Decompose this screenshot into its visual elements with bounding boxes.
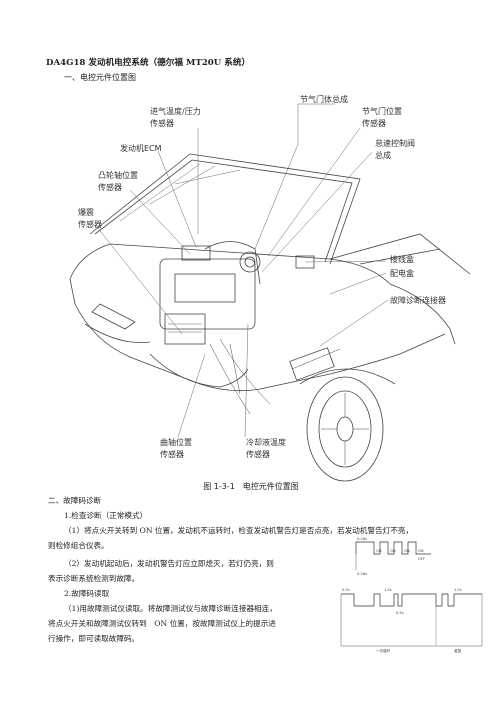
warning-light-waveform: 0.26s ON ON ON ON OFF 0.26s 0.5s 1.5s 0.… [336,534,486,684]
figure-caption: 图 1-3-1 电控元件位置图 [203,482,299,491]
wave-label-on-4: ON [418,549,424,553]
label-junction-box: 接线盒 [390,254,414,264]
component-location-figure: 进气温度/压力 传感器 节气门体总成 节气门位置 传感器 怠速控制阀 总成 发动… [0,84,502,484]
waveform-drawing: 0.26s ON ON ON ON OFF 0.26s 0.5s 1.5s 0.… [340,537,483,653]
section-heading-dtc: 二、故障码诊断 [48,496,102,505]
label-throttle-position-1: 节气门位置 [362,106,402,116]
label-throttle-position-2: 传感器 [362,118,386,128]
label-ecm: 发动机ECM [120,143,162,153]
label-diag-connector: 故障诊断连接器 [390,295,446,305]
wave-label-on-3: ON [404,549,410,553]
label-knock-1: 爆震 [78,207,94,217]
wave-label-cycle: 一次循环 [376,648,391,653]
wave-label-off: OFF [418,557,425,561]
label-coolant-temp-1: 冷却液温度 [246,437,286,447]
subheading-check-diagnosis: 1.检查诊断（正常模式） [64,511,148,520]
paragraph-3-line-3: 行操作，即可读取故障码。 [48,634,140,643]
wave-label-3: 0.5s [342,588,350,592]
label-intake-temp-pressure-1: 进气温度/压力 [150,106,201,116]
label-throttle-body: 节气门体总成 [300,94,348,104]
label-idle-control-2: 总成 [375,150,391,160]
label-camshaft-1: 凸轮轴位置 [98,170,138,180]
paragraph-1-line-2: 则检修组合仪表。 [48,541,109,550]
wave-label-6: 1.5s [454,588,462,592]
label-knock-2: 传感器 [78,219,102,229]
label-camshaft-2: 传感器 [98,182,122,192]
wave-label-1: 0.26s [357,537,367,541]
label-idle-control-1: 怠速控制阀 [375,138,415,148]
paragraph-2-line-1: （2）发动机起动后，发动机警告灯应立即熄灭，若灯仍亮，则 [64,559,274,568]
wave-label-2: 0.26s [357,572,367,576]
paragraph-3-line-2: 将点火开关和故障测试仪转到 ON 位置，按故障测试仪上的提示进 [48,619,276,628]
engine-bay-drawing: 进气温度/压力 传感器 节气门体总成 节气门位置 传感器 怠速控制阀 总成 发动… [69,94,471,482]
wave-label-on-2: ON [390,549,396,553]
label-intake-temp-pressure-2: 传感器 [150,118,174,128]
label-crankshaft-2: 传感器 [160,449,184,459]
section-heading-component-location: 一、电控元件位置图 [64,73,136,82]
wave-label-5: 0.5s [396,611,404,615]
paragraph-1-line-1: （1）将点火开关转到 ON 位置，发动机不运转时，检查发动机警告灯是否点亮，若发… [64,526,414,535]
paragraph-3-line-1: （1)用故障测试仪读取。将故障测试仪与故障诊断连接器相连， [64,604,277,613]
wave-label-repeat: 重复 [454,648,462,653]
subheading-read-dtc: 2.故障码读取 [64,589,110,598]
label-crankshaft-1: 曲轴位置 [160,437,192,447]
label-relay-box: 配电盒 [390,268,414,278]
label-coolant-temp-2: 传感器 [246,449,270,459]
wave-label-on-1: ON [376,549,382,553]
wave-label-4: 1.5s [384,588,392,592]
document-title: DA4G18 发动机电控系统（德尔福 MT20U 系统） [46,58,251,68]
paragraph-2-line-2: 表示诊断系统检测到故障。 [48,574,140,583]
